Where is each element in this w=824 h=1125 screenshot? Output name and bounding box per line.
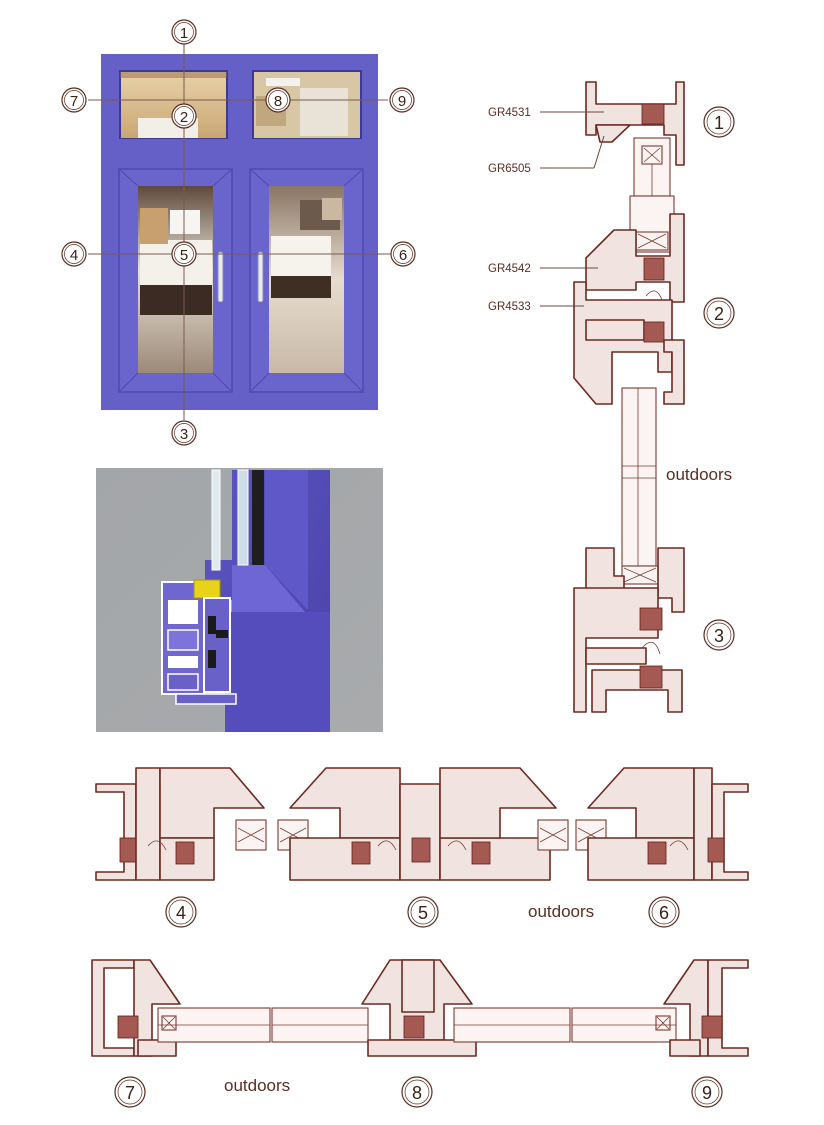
callout-5-elev: 5	[171, 241, 197, 267]
callout-4-section: 4	[165, 896, 197, 928]
outdoors-label-vertical: outdoors	[666, 465, 732, 484]
svg-text:7: 7	[70, 93, 78, 110]
callout-4-elev: 4	[61, 241, 87, 267]
callout-9-elev: 9	[389, 87, 415, 113]
svg-text:6: 6	[399, 247, 407, 264]
svg-text:6: 6	[659, 903, 669, 923]
code-gr4542: GR4542	[488, 263, 531, 275]
horizontal-section-4-5-6	[95, 767, 749, 881]
callout-2-section: 2	[703, 297, 735, 329]
svg-text:7: 7	[125, 1083, 135, 1103]
callout-1-top: 1	[171, 19, 197, 45]
svg-text:4: 4	[70, 247, 78, 264]
insulating-strip	[193, 579, 221, 599]
svg-text:9: 9	[398, 93, 406, 110]
callout-7-elev: 7	[61, 87, 87, 113]
callout-6-elev: 6	[390, 241, 416, 267]
svg-text:5: 5	[180, 247, 188, 264]
svg-text:8: 8	[274, 93, 282, 110]
vertical-section	[573, 81, 685, 713]
callout-1-section: 1	[703, 106, 735, 138]
handle-icon	[217, 251, 224, 303]
svg-text:1: 1	[180, 25, 188, 42]
profile-code-labels: GR4531 GR6505 GR4542 GR4533	[488, 107, 605, 313]
callout-8-elev: 8	[265, 87, 291, 113]
callout-5-section: 5	[407, 896, 439, 928]
svg-text:1: 1	[714, 113, 724, 133]
horizontal-section-7-8-9	[91, 959, 749, 1057]
svg-text:5: 5	[418, 903, 428, 923]
window-elevation	[101, 54, 378, 410]
svg-text:9: 9	[702, 1083, 712, 1103]
callout-8-section: 8	[401, 1076, 433, 1108]
code-gr4531: GR4531	[488, 107, 531, 119]
callout-3-elev: 3	[171, 420, 197, 446]
svg-text:2: 2	[714, 304, 724, 324]
callout-9-section: 9	[691, 1076, 723, 1108]
outdoors-label-middle: outdoors	[528, 902, 594, 921]
callout-2-elev: 2	[171, 103, 197, 129]
callout-6-section: 6	[648, 896, 680, 928]
callout-7-section: 7	[114, 1076, 146, 1108]
callout-3-section: 3	[703, 619, 735, 651]
outdoors-label-bottom: outdoors	[224, 1076, 290, 1095]
profile-3d-photo	[96, 468, 383, 732]
svg-text:8: 8	[412, 1083, 422, 1103]
code-gr6505: GR6505	[488, 163, 531, 175]
code-gr4533: GR4533	[488, 301, 531, 313]
handle-icon	[257, 251, 264, 303]
svg-text:3: 3	[180, 426, 188, 443]
svg-text:3: 3	[714, 626, 724, 646]
svg-text:4: 4	[176, 903, 186, 923]
svg-text:2: 2	[180, 109, 188, 126]
